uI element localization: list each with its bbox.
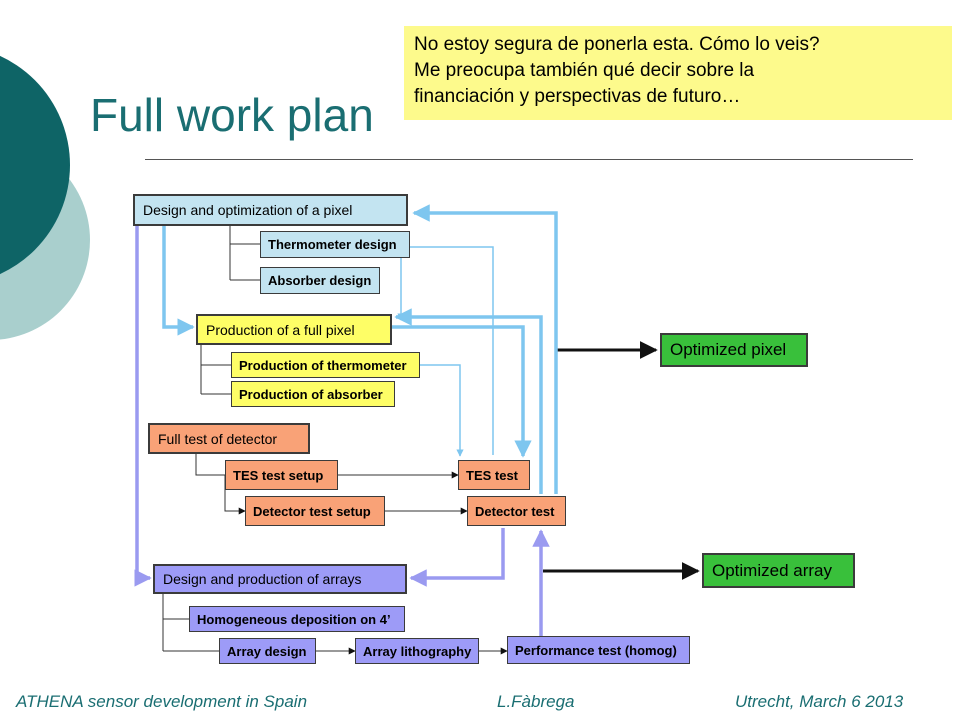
node-array-lithography: Array lithography [355,638,479,664]
node-production-full-pixel: Production of a full pixel [196,314,392,345]
slide-title: Full work plan [90,89,374,141]
footer-left: ATHENA sensor development in Spain [16,692,308,711]
note-line-1: No estoy segura de ponerla esta. Cómo lo… [414,34,820,55]
node-absorber-design: Absorber design [260,267,380,294]
note-line-2: Me preocupa también qué decir sobre la [414,60,755,81]
node-performance-test: Performance test (homog) [507,636,690,664]
node-design-production-arrays: Design and production of arrays [153,564,407,594]
node-thermometer-design: Thermometer design [260,231,410,258]
node-optimized-pixel: Optimized pixel [660,333,808,367]
footer-right: Utrecht, March 6 2013 [735,692,904,711]
footer-center: L.Fàbrega [497,692,575,711]
arrow-feedback-to-production [394,308,543,494]
arrow-design-to-production [162,226,195,336]
arrow-detector-test-to-arrays [409,528,505,587]
node-production-absorber: Production of absorber [231,381,395,407]
tree-line-design-children [229,226,260,281]
node-optimized-array: Optimized array [702,553,855,588]
node-tes-test-setup: TES test setup [225,460,338,490]
node-detector-test: Detector test [467,496,566,526]
node-design-pixel: Design and optimization of a pixel [133,194,408,226]
comment-note: No estoy segura de ponerla esta. Cómo lo… [404,26,952,120]
arrow-design-to-arrays [134,226,152,587]
thin-arrow-feedback-to-thermometer-design [384,243,494,455]
node-production-thermometer: Production of thermometer [231,352,420,378]
note-line-3: financiación y perspectivas de futuro… [414,86,741,107]
title-divider [145,159,913,160]
tree-line-production-children [200,345,231,395]
node-homogeneous-deposition: Homogeneous deposition on 4’ [189,606,405,632]
node-array-design: Array design [219,638,316,664]
node-detector-test-setup: Detector test setup [245,496,385,526]
node-tes-test: TES test [458,460,530,490]
thin-arrow-production-thermometer-to-tes-test [420,364,464,457]
arrow-production-to-tes-test [392,325,532,458]
decor-circle-dark [0,55,70,275]
node-full-test-detector: Full test of detector [148,423,310,454]
tree-line-arrays-children [162,594,219,652]
arrow-feedback-to-design [412,204,558,494]
arrow-tree-into-detector-setup [224,500,246,515]
